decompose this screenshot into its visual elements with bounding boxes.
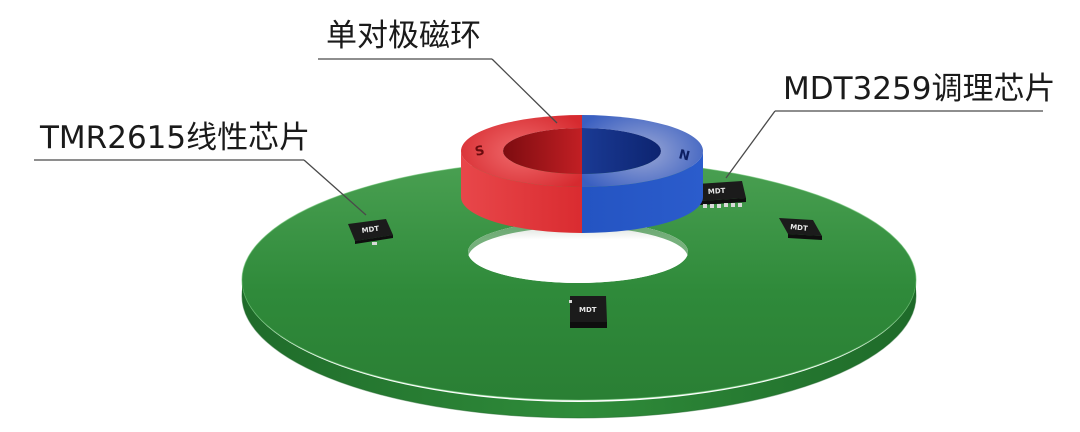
callout-mdt-chip: MDT3259调理芯片 xyxy=(725,71,1055,179)
tmr-chip-right: MDT xyxy=(779,218,822,240)
magnet-ring: S N xyxy=(460,112,704,233)
magnet-ring-label: 单对极磁环 xyxy=(326,18,481,54)
mdt-chip-label: MDT3259调理芯片 xyxy=(783,71,1055,107)
chip-logo: MDT xyxy=(708,187,726,196)
callout-tmr-chip: TMR2615线性芯片 xyxy=(34,120,367,216)
pcb-hole-inner-wall xyxy=(468,221,688,258)
tmr-chip-front: MDT xyxy=(569,296,607,328)
north-pole-letter: N xyxy=(677,147,691,164)
chip-logo: MDT xyxy=(361,225,380,235)
callout-line-pointer xyxy=(491,58,558,124)
mdt-chip: MDT xyxy=(697,181,746,208)
pcb-center-hole xyxy=(468,221,688,283)
callout-magnet-ring: 单对极磁环 xyxy=(318,18,558,124)
tmr-chip-label: TMR2615线性芯片 xyxy=(39,120,310,156)
chip-logo: MDT xyxy=(790,223,809,233)
callout-line-pointer xyxy=(303,159,367,216)
chip-logo: MDT xyxy=(579,306,597,314)
pcb-board xyxy=(241,159,917,419)
callout-line-pointer xyxy=(725,110,776,179)
south-pole-letter: S xyxy=(474,143,486,160)
tmr-chip-left: MDT xyxy=(348,219,393,245)
